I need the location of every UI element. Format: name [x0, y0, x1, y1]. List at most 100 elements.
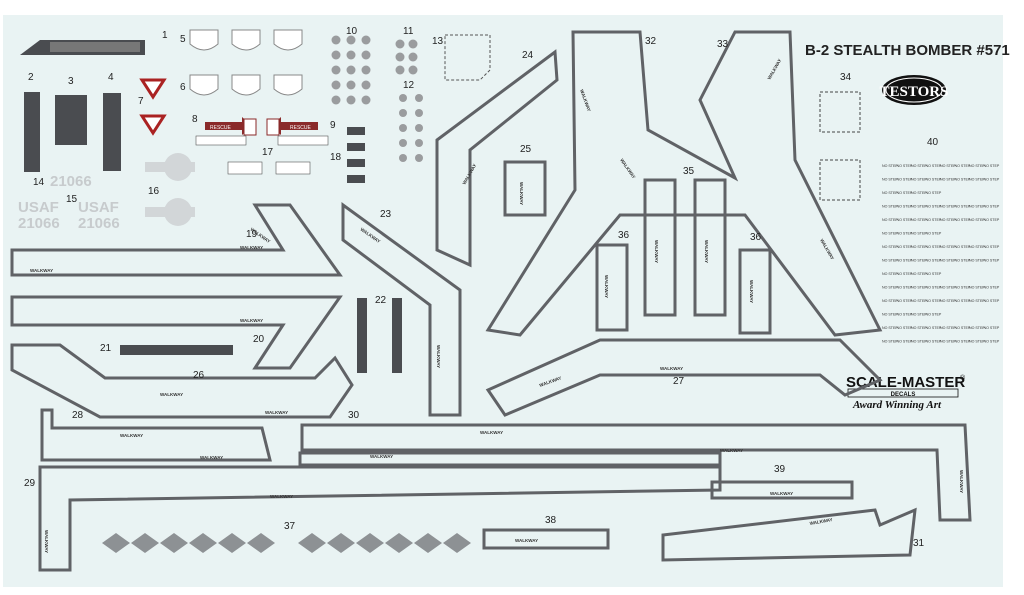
walkway-label: WALKWAY — [770, 491, 793, 496]
decal-number: 17 — [262, 147, 274, 158]
no-step-label: NO STEP — [969, 286, 985, 290]
no-step-label: NO STEP — [897, 340, 913, 344]
decal-number: 4 — [108, 72, 114, 83]
no-step-label: NO STEP — [882, 272, 898, 276]
no-step-label: NO STEP — [984, 299, 1000, 303]
decal-number: 30 — [348, 410, 360, 421]
decal-number: 3 — [68, 76, 74, 87]
no-step-label: NO STEP — [969, 299, 985, 303]
no-step-label: NO STEP — [897, 313, 913, 317]
decal-number: 19 — [246, 229, 258, 240]
decal-number: 9 — [330, 120, 336, 131]
national-insignia — [145, 153, 195, 226]
no-step-label: NO STEP — [926, 245, 942, 249]
no-step-label: NO STEP — [940, 326, 956, 330]
rescue-arrows: RESCUE RESCUE — [195, 117, 329, 175]
no-step-label: NO STEP — [969, 326, 985, 330]
decal-number: 35 — [683, 166, 695, 177]
diamond-decal — [443, 533, 471, 553]
no-step-label: NO STEP — [897, 245, 913, 249]
walkway-label: WALKWAY — [604, 275, 609, 298]
no-step-label: NO STEP — [897, 218, 913, 222]
no-step-label: NO STEP — [882, 205, 898, 209]
walkway-label: WALKWAY — [959, 470, 964, 493]
no-step-label: NO STEP — [969, 259, 985, 263]
no-step-label: NO STEP — [882, 326, 898, 330]
no-step-label: NO STEP — [926, 272, 942, 276]
no-step-label: NO STEP — [955, 178, 971, 182]
svg-text:Award Winning Art: Award Winning Art — [852, 399, 942, 411]
no-step-label: NO STEP — [911, 286, 927, 290]
no-step-label: NO STEP — [897, 178, 913, 182]
svg-text:RESCUE: RESCUE — [290, 125, 312, 131]
no-step-label: NO STEP — [882, 232, 898, 236]
panel-13 — [444, 34, 491, 81]
decal-number: 10 — [346, 26, 358, 37]
no-step-label: NO STEP — [926, 299, 942, 303]
decal-number: 2 — [28, 72, 34, 83]
usaf-left: USAF — [18, 199, 59, 216]
no-step-label: NO STEP — [897, 259, 913, 263]
no-step-label: NO STEP — [940, 218, 956, 222]
no-step-label: NO STEP — [955, 299, 971, 303]
walkway-label: WALKWAY — [120, 433, 143, 438]
svg-text:RESCUE: RESCUE — [210, 125, 232, 131]
diamond-decal — [160, 533, 188, 553]
no-step-label: NO STEP — [882, 245, 898, 249]
no-step-label: NO STEP — [911, 259, 927, 263]
no-step-label: NO STEP — [897, 286, 913, 290]
diamond-decal — [247, 533, 275, 553]
decal-number: 26 — [193, 370, 205, 381]
no-step-label: NO STEP — [911, 191, 927, 195]
no-step-label: NO STEP — [940, 178, 956, 182]
no-step-label: NO STEP — [911, 232, 927, 236]
walkway-label: WALKWAY — [720, 448, 743, 453]
no-step-label: NO STEP — [911, 178, 927, 182]
no-step-label: NO STEP — [897, 205, 913, 209]
no-step-label: NO STEP — [911, 340, 927, 344]
no-step-label: NO STEP — [926, 259, 942, 263]
no-step-label: NO STEP — [955, 245, 971, 249]
no-step-label: NO STEP — [940, 340, 956, 344]
decal-number: 29 — [24, 478, 36, 489]
no-step-label: NO STEP — [882, 299, 898, 303]
walkway-label: WALKWAY — [270, 494, 293, 499]
decal-number: 6 — [180, 82, 186, 93]
diamond-decal — [327, 533, 355, 553]
no-step-label: NO STEP — [940, 164, 956, 168]
walkway-label: WALKWAY — [660, 366, 683, 371]
decal-number: 20 — [253, 334, 265, 345]
no-step-label: NO STEP — [984, 178, 1000, 182]
no-step-label: NO STEP — [984, 286, 1000, 290]
decal-number: 32 — [645, 36, 657, 47]
decal-number: 37 — [284, 521, 296, 532]
decal-number: 11 — [403, 26, 414, 37]
dot-decals — [331, 35, 423, 162]
walkway-label: WALKWAY — [480, 430, 503, 435]
decal-number: 1 — [162, 30, 168, 41]
decal-number: 5 — [180, 34, 186, 45]
no-step-label: NO STEP — [926, 232, 942, 236]
walkway-label: WALKWAY — [265, 410, 288, 415]
walkway-label: WALKWAY — [44, 530, 49, 553]
dashed-panels-34 — [819, 91, 861, 201]
no-step-label: NO STEP — [882, 218, 898, 222]
decal-number: 34 — [840, 72, 852, 83]
no-step-label: NO STEP — [882, 178, 898, 182]
walkway-label: WALKWAY — [749, 280, 754, 303]
decal-number: 12 — [403, 80, 415, 91]
diamond-decal — [131, 533, 159, 553]
no-step-label: NO STEP — [911, 313, 927, 317]
no-step-label: NO STEP — [882, 191, 898, 195]
usaf-right: USAF — [78, 199, 119, 216]
no-step-label: NO STEP — [897, 272, 913, 276]
walkway-label: WALKWAY — [160, 392, 183, 397]
decal-number: 16 — [148, 186, 160, 197]
no-step-label: NO STEP — [940, 299, 956, 303]
svg-text:®: ® — [960, 374, 966, 382]
no-step-label: NO STEP — [911, 326, 927, 330]
no-step-label: NO STEP — [926, 178, 942, 182]
no-step-label: NO STEP — [955, 164, 971, 168]
no-step-label: NO STEP — [955, 218, 971, 222]
decal-number: 39 — [774, 464, 786, 475]
